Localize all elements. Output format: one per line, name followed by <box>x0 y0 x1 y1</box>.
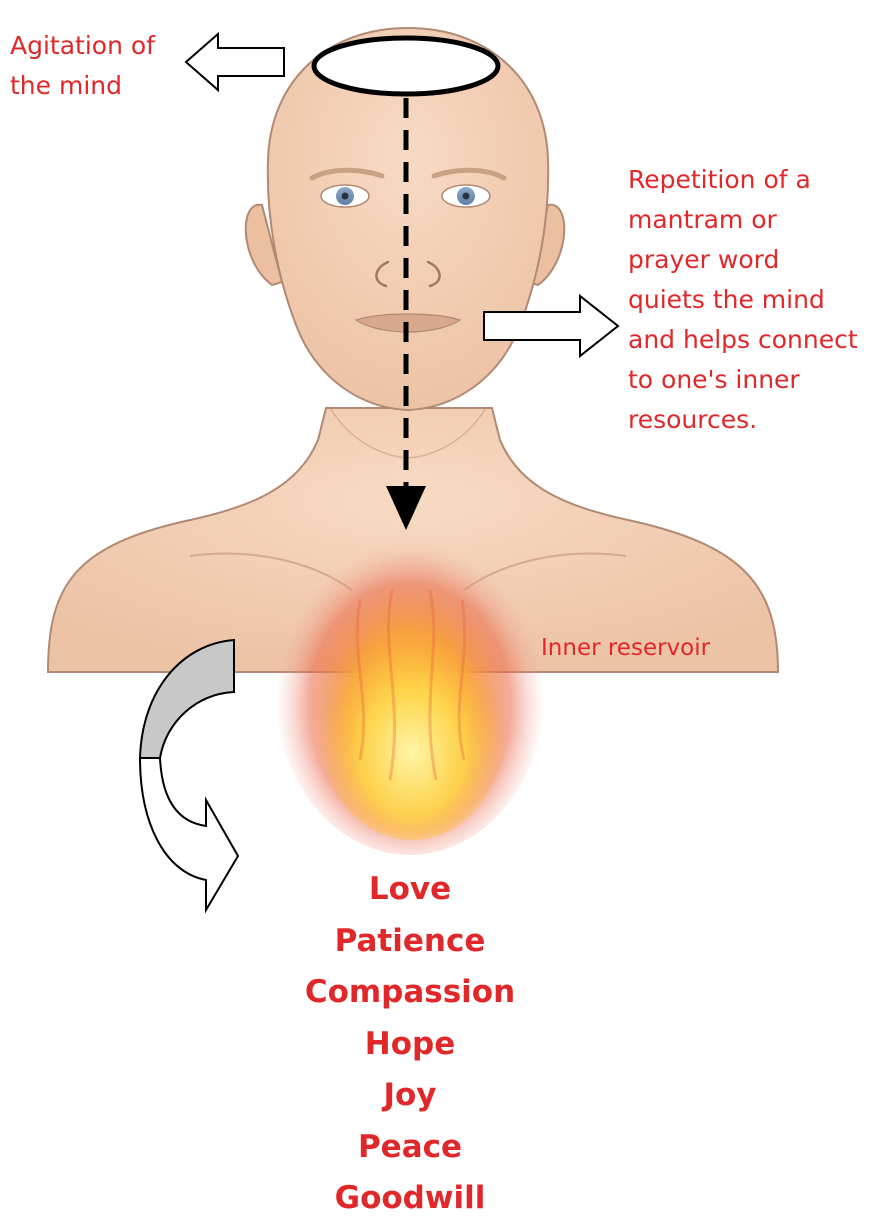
flame-icon <box>275 525 545 855</box>
virtue-goodwill: Goodwill <box>250 1173 570 1225</box>
virtue-patience: Patience <box>250 916 570 968</box>
pupil-left <box>342 193 349 200</box>
inner-reservoir-label: Inner reservoir <box>541 632 710 664</box>
virtue-joy: Joy <box>250 1070 570 1122</box>
agitation-label: Agitation of the mind <box>10 26 155 106</box>
virtue-peace: Peace <box>250 1122 570 1174</box>
virtues-list: Love Patience Compassion Hope Joy Peace … <box>250 864 570 1225</box>
left-arrow-icon <box>186 34 284 90</box>
virtue-love: Love <box>250 864 570 916</box>
mind-ellipse-icon <box>314 38 498 94</box>
curved-arrow-icon <box>140 640 238 910</box>
virtue-hope: Hope <box>250 1019 570 1071</box>
repetition-label: Repetition of a mantram or prayer word q… <box>628 160 858 440</box>
virtue-compassion: Compassion <box>250 967 570 1019</box>
pupil-right <box>463 193 470 200</box>
